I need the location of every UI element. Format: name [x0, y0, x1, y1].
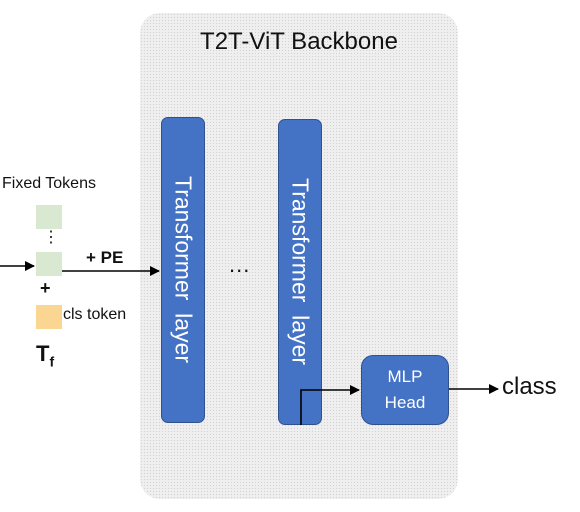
cls-token-label: cls token	[63, 306, 127, 323]
fixed-token-top	[36, 205, 62, 229]
transformer-layer-2: Transformer layer	[278, 119, 322, 425]
pe-label: + PE	[86, 248, 124, 267]
tf-label-sub: f	[49, 353, 55, 370]
mlp-head: MLP Head	[361, 355, 449, 425]
ellipsis: ...	[229, 252, 251, 277]
fixed-tokens-label: Fixed Tokens	[2, 175, 96, 192]
to-mlp-arrow	[300, 385, 360, 425]
backbone-title: T2T-ViT Backbone	[200, 28, 398, 55]
mlp-head-line1: MLP	[387, 367, 423, 386]
vertical-dots: ⋮	[43, 229, 59, 246]
transformer-layer-1-label: Transformer layer	[170, 176, 197, 364]
cls-token	[36, 305, 62, 329]
transformer-layer-2-label: Transformer layer	[287, 178, 314, 366]
plus-sign: +	[40, 278, 51, 298]
tf-label: Tf	[36, 341, 54, 369]
tf-label-main: T	[36, 341, 50, 366]
mlp-head-line2: Head	[384, 393, 426, 412]
fixed-token-bottom	[36, 252, 62, 276]
class-label: class	[502, 373, 557, 400]
transformer-layer-1: Transformer layer	[161, 117, 205, 423]
